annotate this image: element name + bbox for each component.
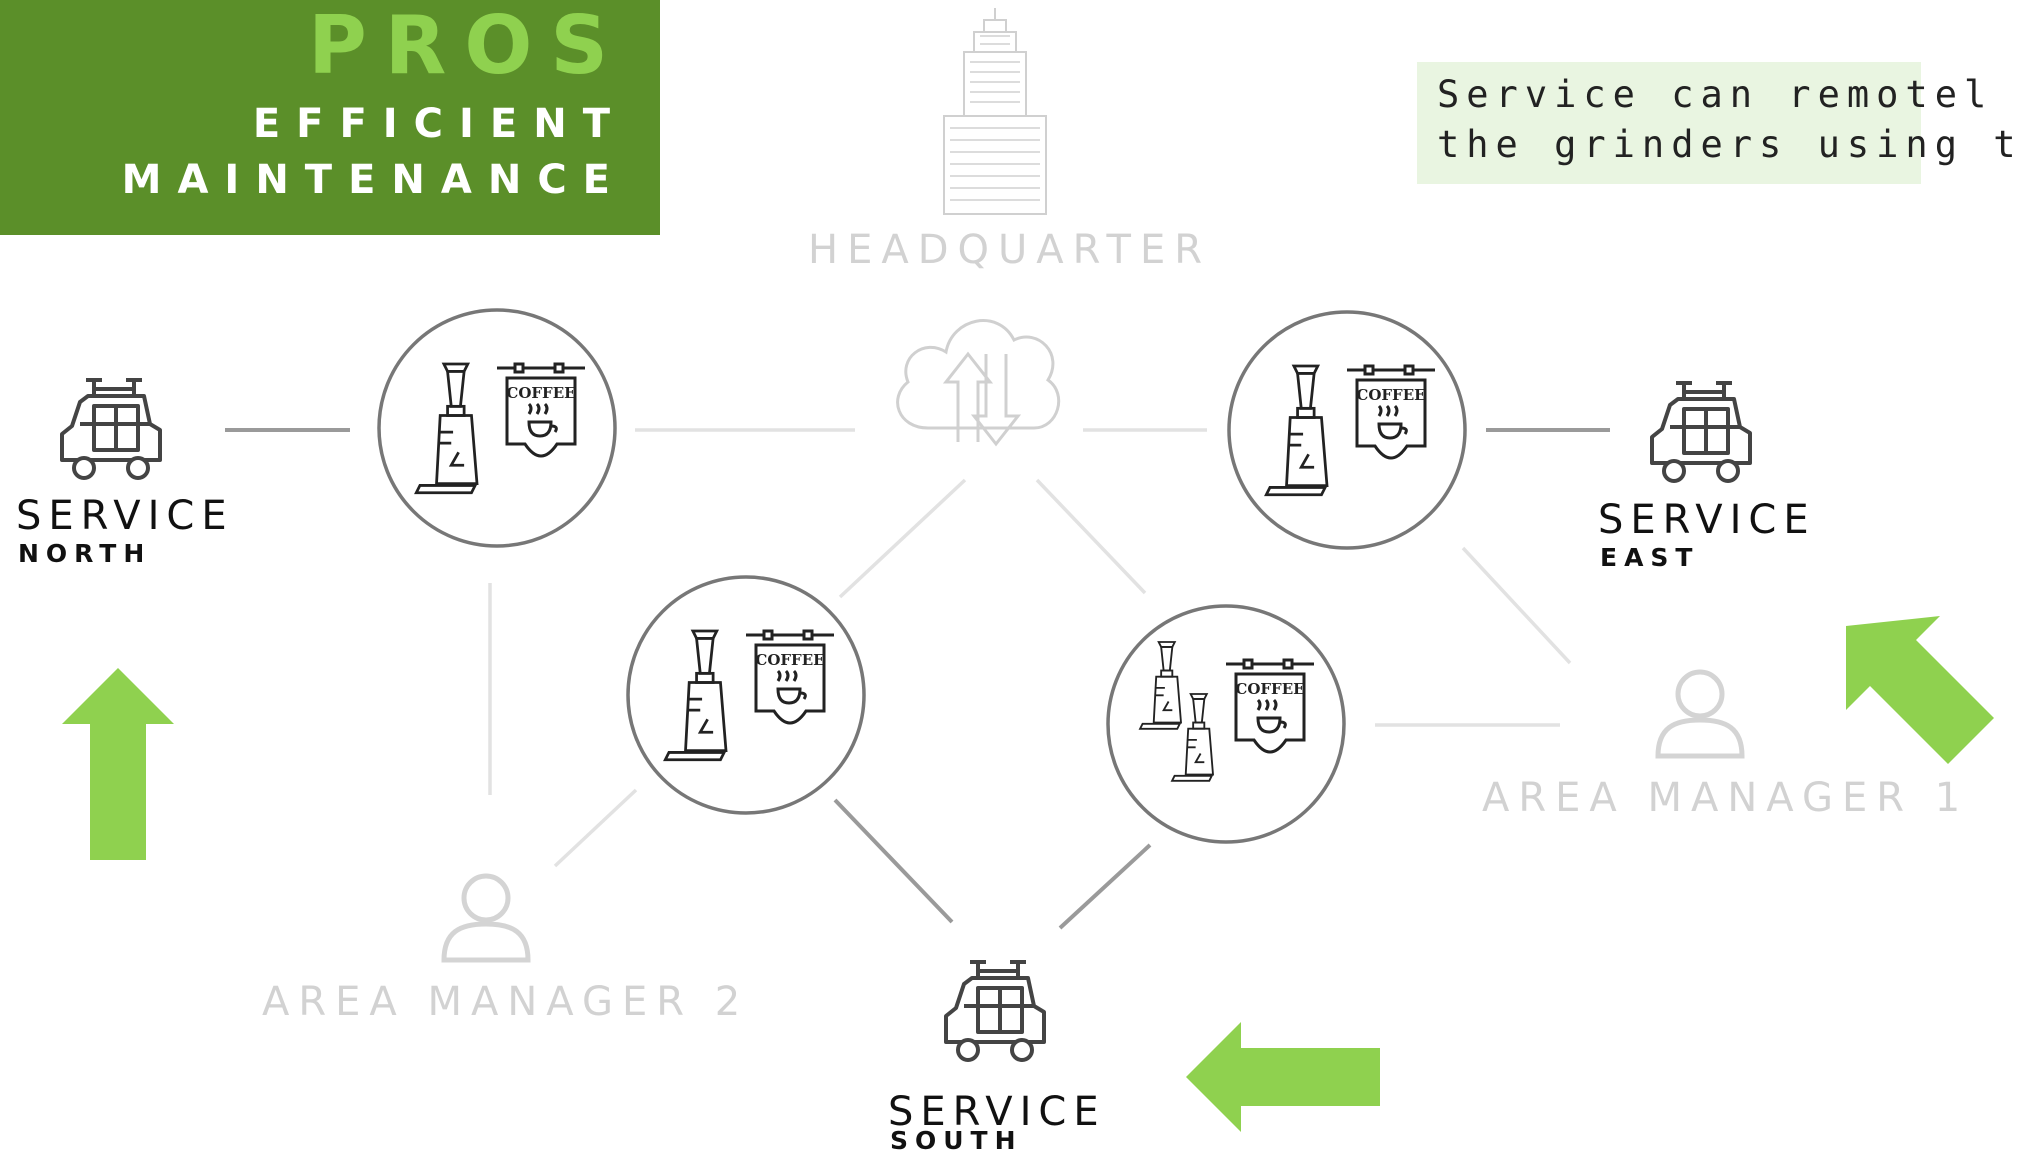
service-north-label: SERVICE	[16, 493, 234, 539]
connector-shop-south-right	[1058, 843, 1152, 930]
service-south-label: SERVICE	[888, 1089, 1106, 1135]
service-south-direction: SOUTH	[890, 1126, 1023, 1155]
coffee-grinder-shop-icon: COFFEE	[624, 573, 868, 817]
connector-shop-manager2	[553, 788, 638, 868]
banner-subtitle-line1: EFFICIENT	[252, 101, 626, 147]
skyscraper-icon	[940, 6, 1050, 216]
connector-shop-south-left	[833, 798, 954, 924]
coffee-sign-text: COFFEE	[1235, 680, 1304, 698]
coffee-grinder-shop-icon: COFFEE	[1104, 602, 1348, 846]
green-arrow-icon	[1186, 1022, 1380, 1132]
info-note-line1: Service can remotel	[1437, 73, 1994, 116]
connector-lines	[225, 428, 1610, 930]
service-van-icon	[942, 956, 1052, 1066]
connector-cloud-center-right	[1035, 478, 1147, 595]
coffee-sign-text: COFFEE	[755, 651, 824, 669]
cloud-sync-icon	[888, 298, 1068, 448]
info-note: Service can remotel the grinders using t	[1417, 62, 2016, 184]
coffee-sign-text: COFFEE	[506, 384, 575, 402]
service-east-label: SERVICE	[1598, 497, 1816, 543]
area-manager-2-label: AREA MANAGER 2	[262, 979, 750, 1025]
area-manager-1-label: AREA MANAGER 1	[1482, 775, 1970, 821]
connector-cloud-center-left	[838, 478, 967, 599]
service-east-direction: EAST	[1600, 543, 1700, 572]
service-van-icon	[58, 374, 168, 484]
info-note-line2: the grinders using t	[1437, 123, 2023, 166]
service-van-icon	[1648, 377, 1758, 487]
service-north-direction: NORTH	[18, 539, 152, 568]
headquarter-label: HEADQUARTER	[808, 227, 1212, 273]
coffee-grinder-shop-icon: COFFEE	[1225, 308, 1469, 552]
person-icon	[438, 868, 534, 964]
green-arrow-icon	[1846, 600, 1996, 764]
green-arrow-icon	[62, 668, 174, 860]
title-banner: PROS EFFICIENT MAINTENANCE	[0, 0, 660, 235]
banner-title: PROS	[308, 0, 626, 92]
coffee-grinder-shop-icon: COFFEE	[375, 306, 619, 550]
connector-shop-manager1-vertical	[1461, 546, 1572, 665]
coffee-sign-text: COFFEE	[1356, 386, 1425, 404]
person-icon	[1652, 664, 1748, 760]
banner-subtitle-line2: MAINTENANCE	[121, 157, 626, 203]
